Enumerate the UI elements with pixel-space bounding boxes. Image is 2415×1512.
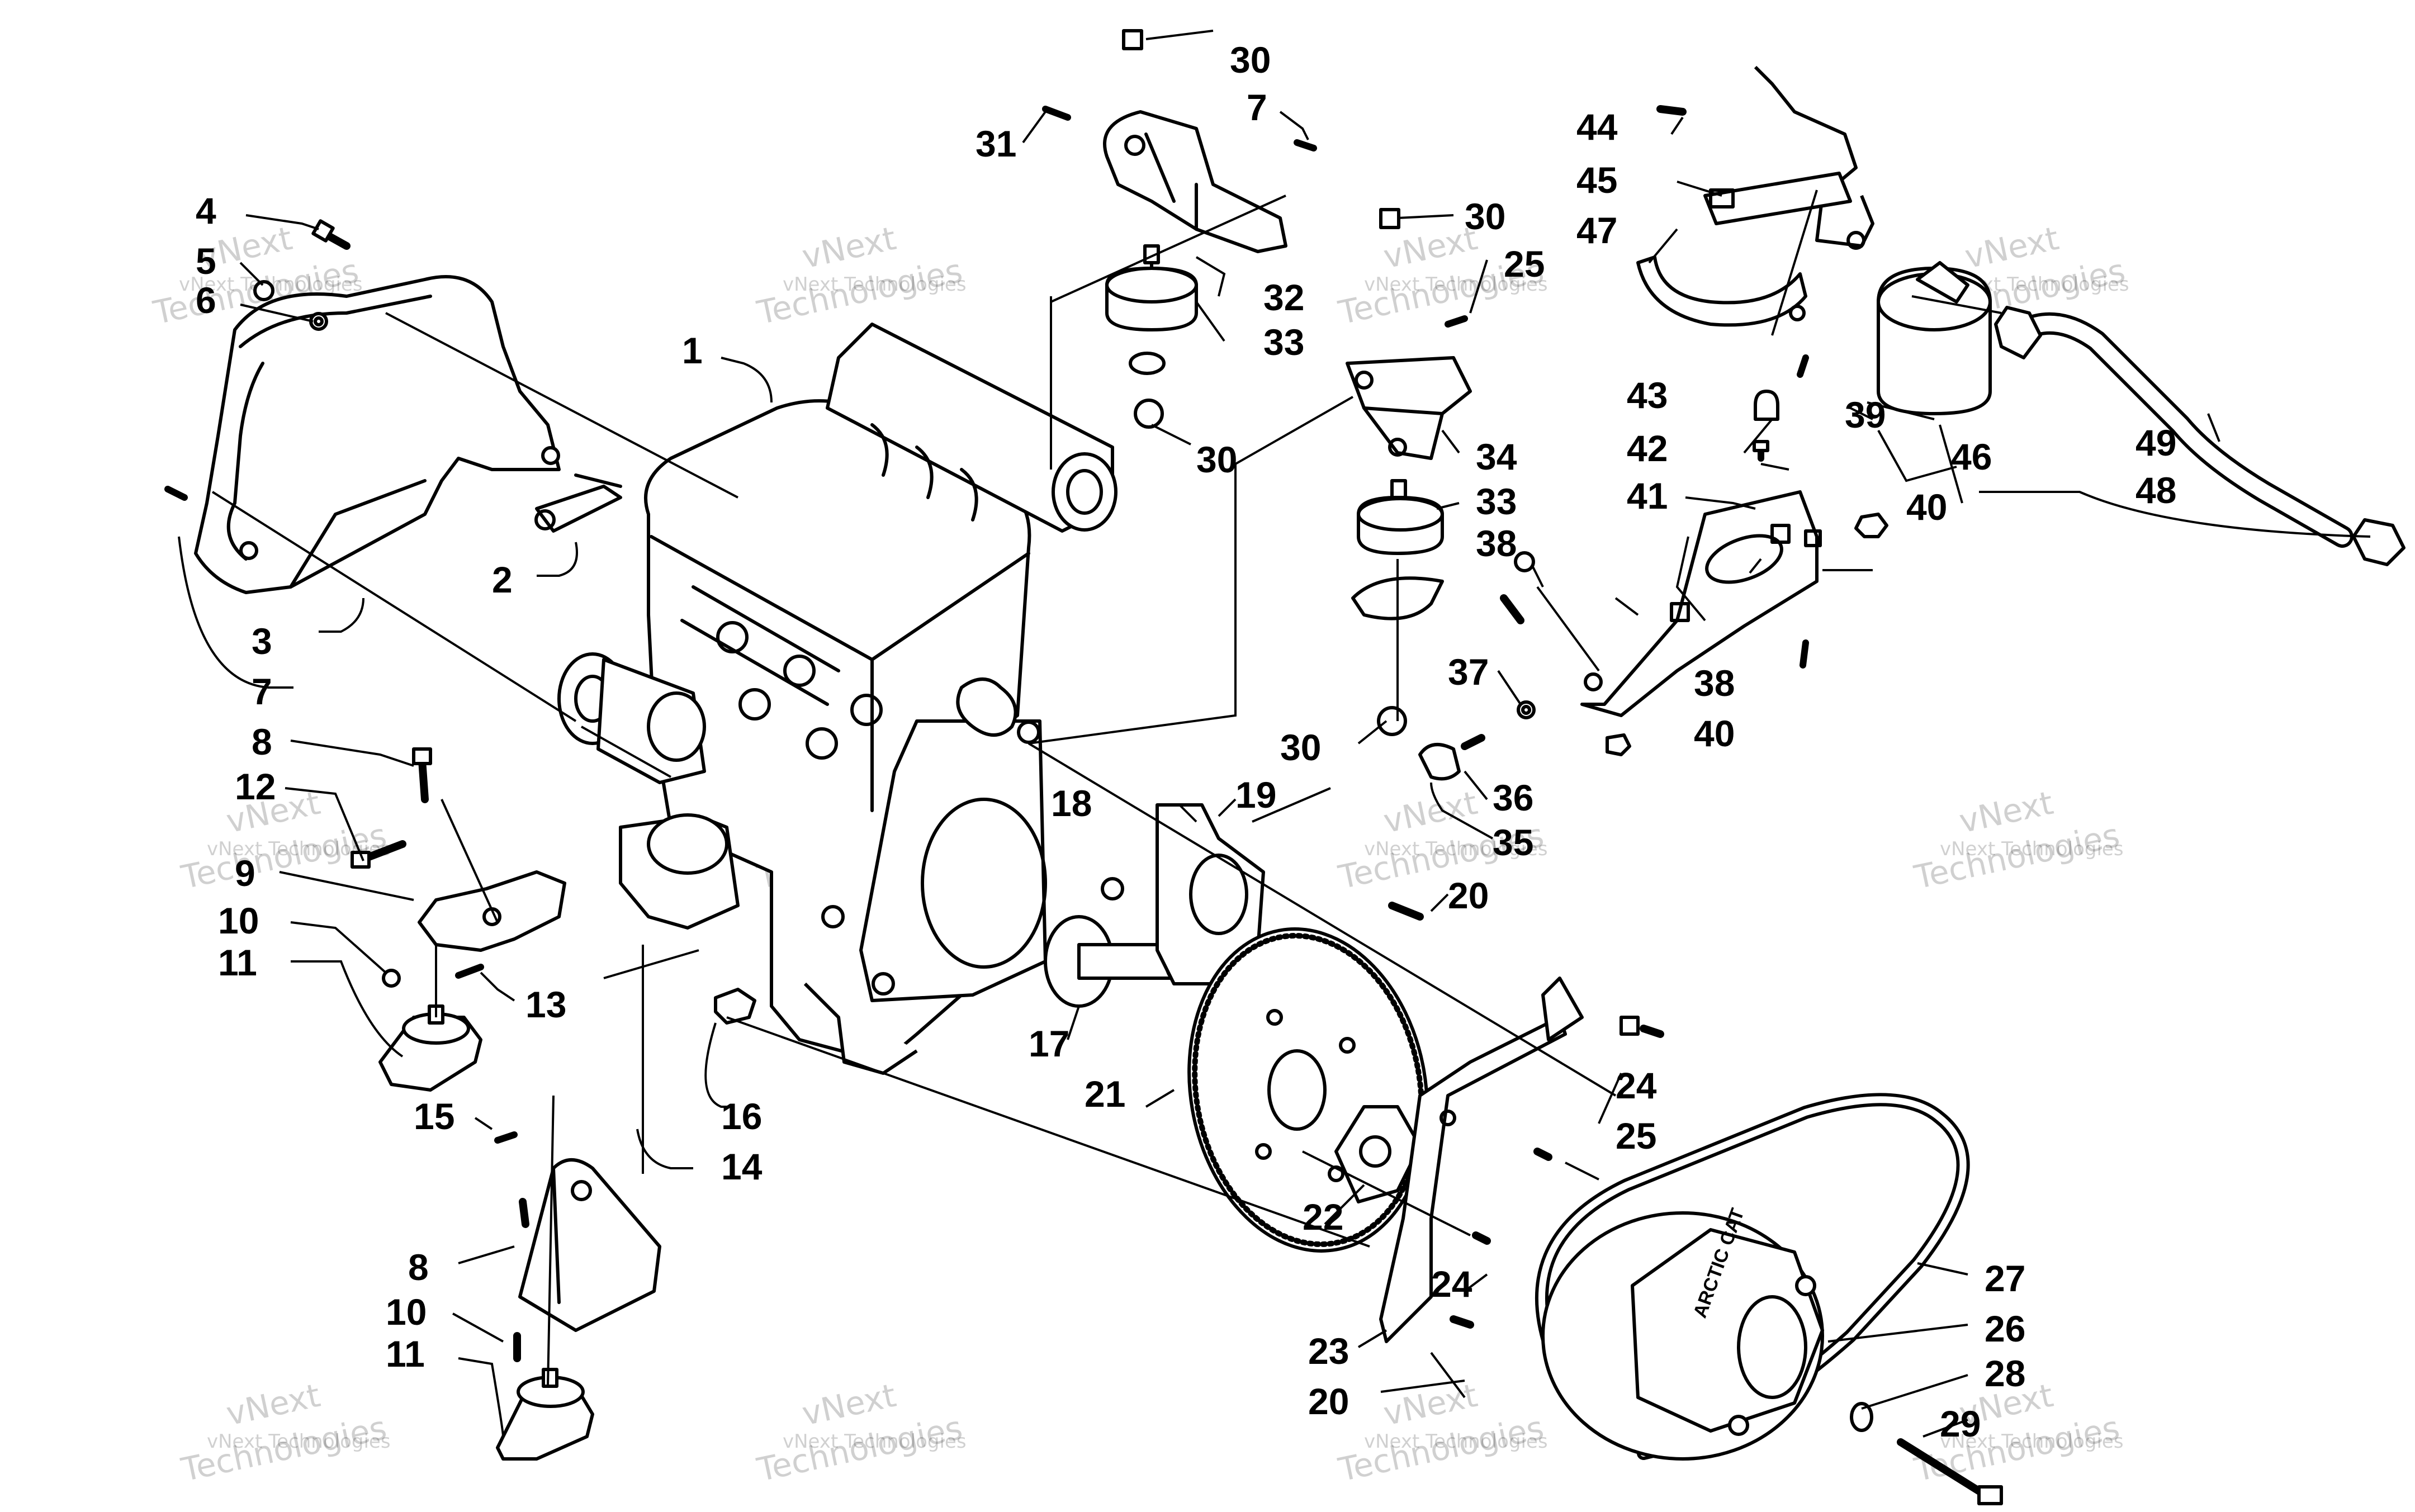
callout-14: 14 [721, 1146, 763, 1187]
callout-18: 18 [1051, 783, 1092, 824]
callout-11b: 11 [386, 1333, 425, 1374]
callout-24a: 24 [1616, 1065, 1657, 1106]
svg-text:vNext Technologies: vNext Technologies [1364, 1430, 1548, 1453]
callout-12: 12 [235, 766, 276, 807]
svg-text:vNext Technologies: vNext Technologies [1364, 838, 1548, 860]
callout-35: 35 [1493, 822, 1533, 863]
rubber-mount-33a [1105, 244, 1198, 429]
callout-46: 46 [1951, 436, 1992, 477]
rubber-mount-11b [496, 1368, 594, 1461]
callout-8b: 8 [408, 1246, 429, 1288]
callout-2: 2 [492, 559, 513, 600]
callout-30b: 30 [1196, 439, 1237, 480]
svg-text:vNext Technologies: vNext Technologies [207, 1430, 391, 1453]
callout-48: 48 [2135, 470, 2176, 511]
callout-7a: 7 [1247, 87, 1267, 128]
callout-39: 39 [1845, 394, 1886, 435]
callout-21: 21 [1085, 1073, 1125, 1115]
callout-3: 3 [252, 620, 272, 662]
fuel-hose-49 [1994, 306, 2405, 566]
callout-37: 37 [1448, 651, 1489, 693]
callout-25b: 25 [1616, 1115, 1656, 1156]
callout-49: 49 [2135, 422, 2176, 463]
callout-1: 1 [682, 330, 703, 371]
centerlines [211, 189, 2002, 1387]
parts: ARCTIC CAT [164, 29, 2405, 1505]
callout-47: 47 [1576, 210, 1617, 251]
fuel-filter-46 [1877, 261, 1992, 415]
fasteners [164, 29, 1888, 1362]
callout-4: 4 [196, 190, 216, 231]
leaders [178, 30, 2371, 1438]
callout-36: 36 [1493, 777, 1533, 818]
callout-31: 31 [976, 123, 1016, 164]
callout-43: 43 [1627, 375, 1668, 416]
callout-20b: 20 [1308, 1381, 1349, 1422]
mount-bracket-14 [518, 1158, 661, 1332]
callout-8a: 8 [252, 721, 272, 762]
clip-part-2 [534, 473, 622, 533]
svg-text:vNext Technologies: vNext Technologies [1940, 838, 2124, 860]
callout-19: 19 [1235, 774, 1276, 816]
callout-27: 27 [1985, 1258, 2025, 1299]
callout-15: 15 [414, 1096, 454, 1137]
callout-34: 34 [1476, 436, 1517, 477]
callouts: 1 2 3 4 5 6 7 7 8 8 9 10 10 11 11 12 13 … [196, 39, 2176, 1444]
adapter-plate-19 [1156, 803, 1265, 985]
callout-38a: 38 [1476, 523, 1517, 564]
rubber-mount-11a [378, 1004, 482, 1092]
drive-clutch-26: ARCTIC CAT [1535, 1093, 1970, 1461]
callout-10b: 10 [386, 1291, 427, 1333]
callout-44: 44 [1576, 106, 1618, 148]
callout-6: 6 [196, 279, 216, 321]
callout-38b: 38 [1694, 662, 1735, 704]
callout-45: 45 [1576, 159, 1617, 201]
callout-40b: 40 [1694, 713, 1735, 754]
mount-bracket-34 [1346, 356, 1472, 460]
callout-40a: 40 [1906, 486, 1947, 528]
callout-33b: 33 [1476, 481, 1517, 522]
belt-guard [194, 275, 561, 594]
callout-42: 42 [1627, 428, 1668, 469]
mount-bracket-32 [1103, 110, 1287, 253]
callout-17: 17 [1029, 1023, 1069, 1064]
callout-28: 28 [1985, 1353, 2025, 1394]
callout-30c: 30 [1465, 196, 1505, 237]
callout-16: 16 [721, 1096, 762, 1137]
svg-text:vNext Technologies: vNext Technologies [1364, 273, 1548, 296]
callout-33a: 33 [1263, 321, 1304, 363]
clamp-bracket-45 [1636, 65, 1874, 327]
svg-text:vNext Technologies: vNext Technologies [783, 1430, 967, 1453]
bolt-29 [1850, 1402, 2003, 1505]
callout-11a: 11 [218, 942, 257, 983]
callout-23: 23 [1308, 1330, 1349, 1372]
callout-13: 13 [525, 984, 566, 1025]
callout-7b: 7 [252, 671, 272, 712]
callout-25a: 25 [1504, 243, 1545, 285]
callout-5: 5 [196, 240, 216, 282]
callout-10a: 10 [218, 900, 259, 941]
callout-24b: 24 [1431, 1263, 1472, 1305]
callout-32: 32 [1263, 277, 1304, 318]
bracket-41 [1580, 490, 1822, 717]
callout-29: 29 [1940, 1403, 1981, 1444]
svg-text:vNext Technologies: vNext Technologies [783, 273, 967, 296]
engine-block [557, 323, 1117, 1075]
callout-26: 26 [1985, 1308, 2025, 1349]
callout-30d: 30 [1280, 727, 1321, 768]
callout-22: 22 [1303, 1196, 1343, 1238]
callout-9: 9 [235, 852, 255, 894]
callout-41: 41 [1627, 475, 1668, 516]
callout-20a: 20 [1448, 875, 1489, 916]
bracket-23 [1379, 977, 1584, 1343]
svg-text:vNext Technologies: vNext Technologies [1940, 1430, 2124, 1453]
callout-30a: 30 [1230, 39, 1271, 80]
